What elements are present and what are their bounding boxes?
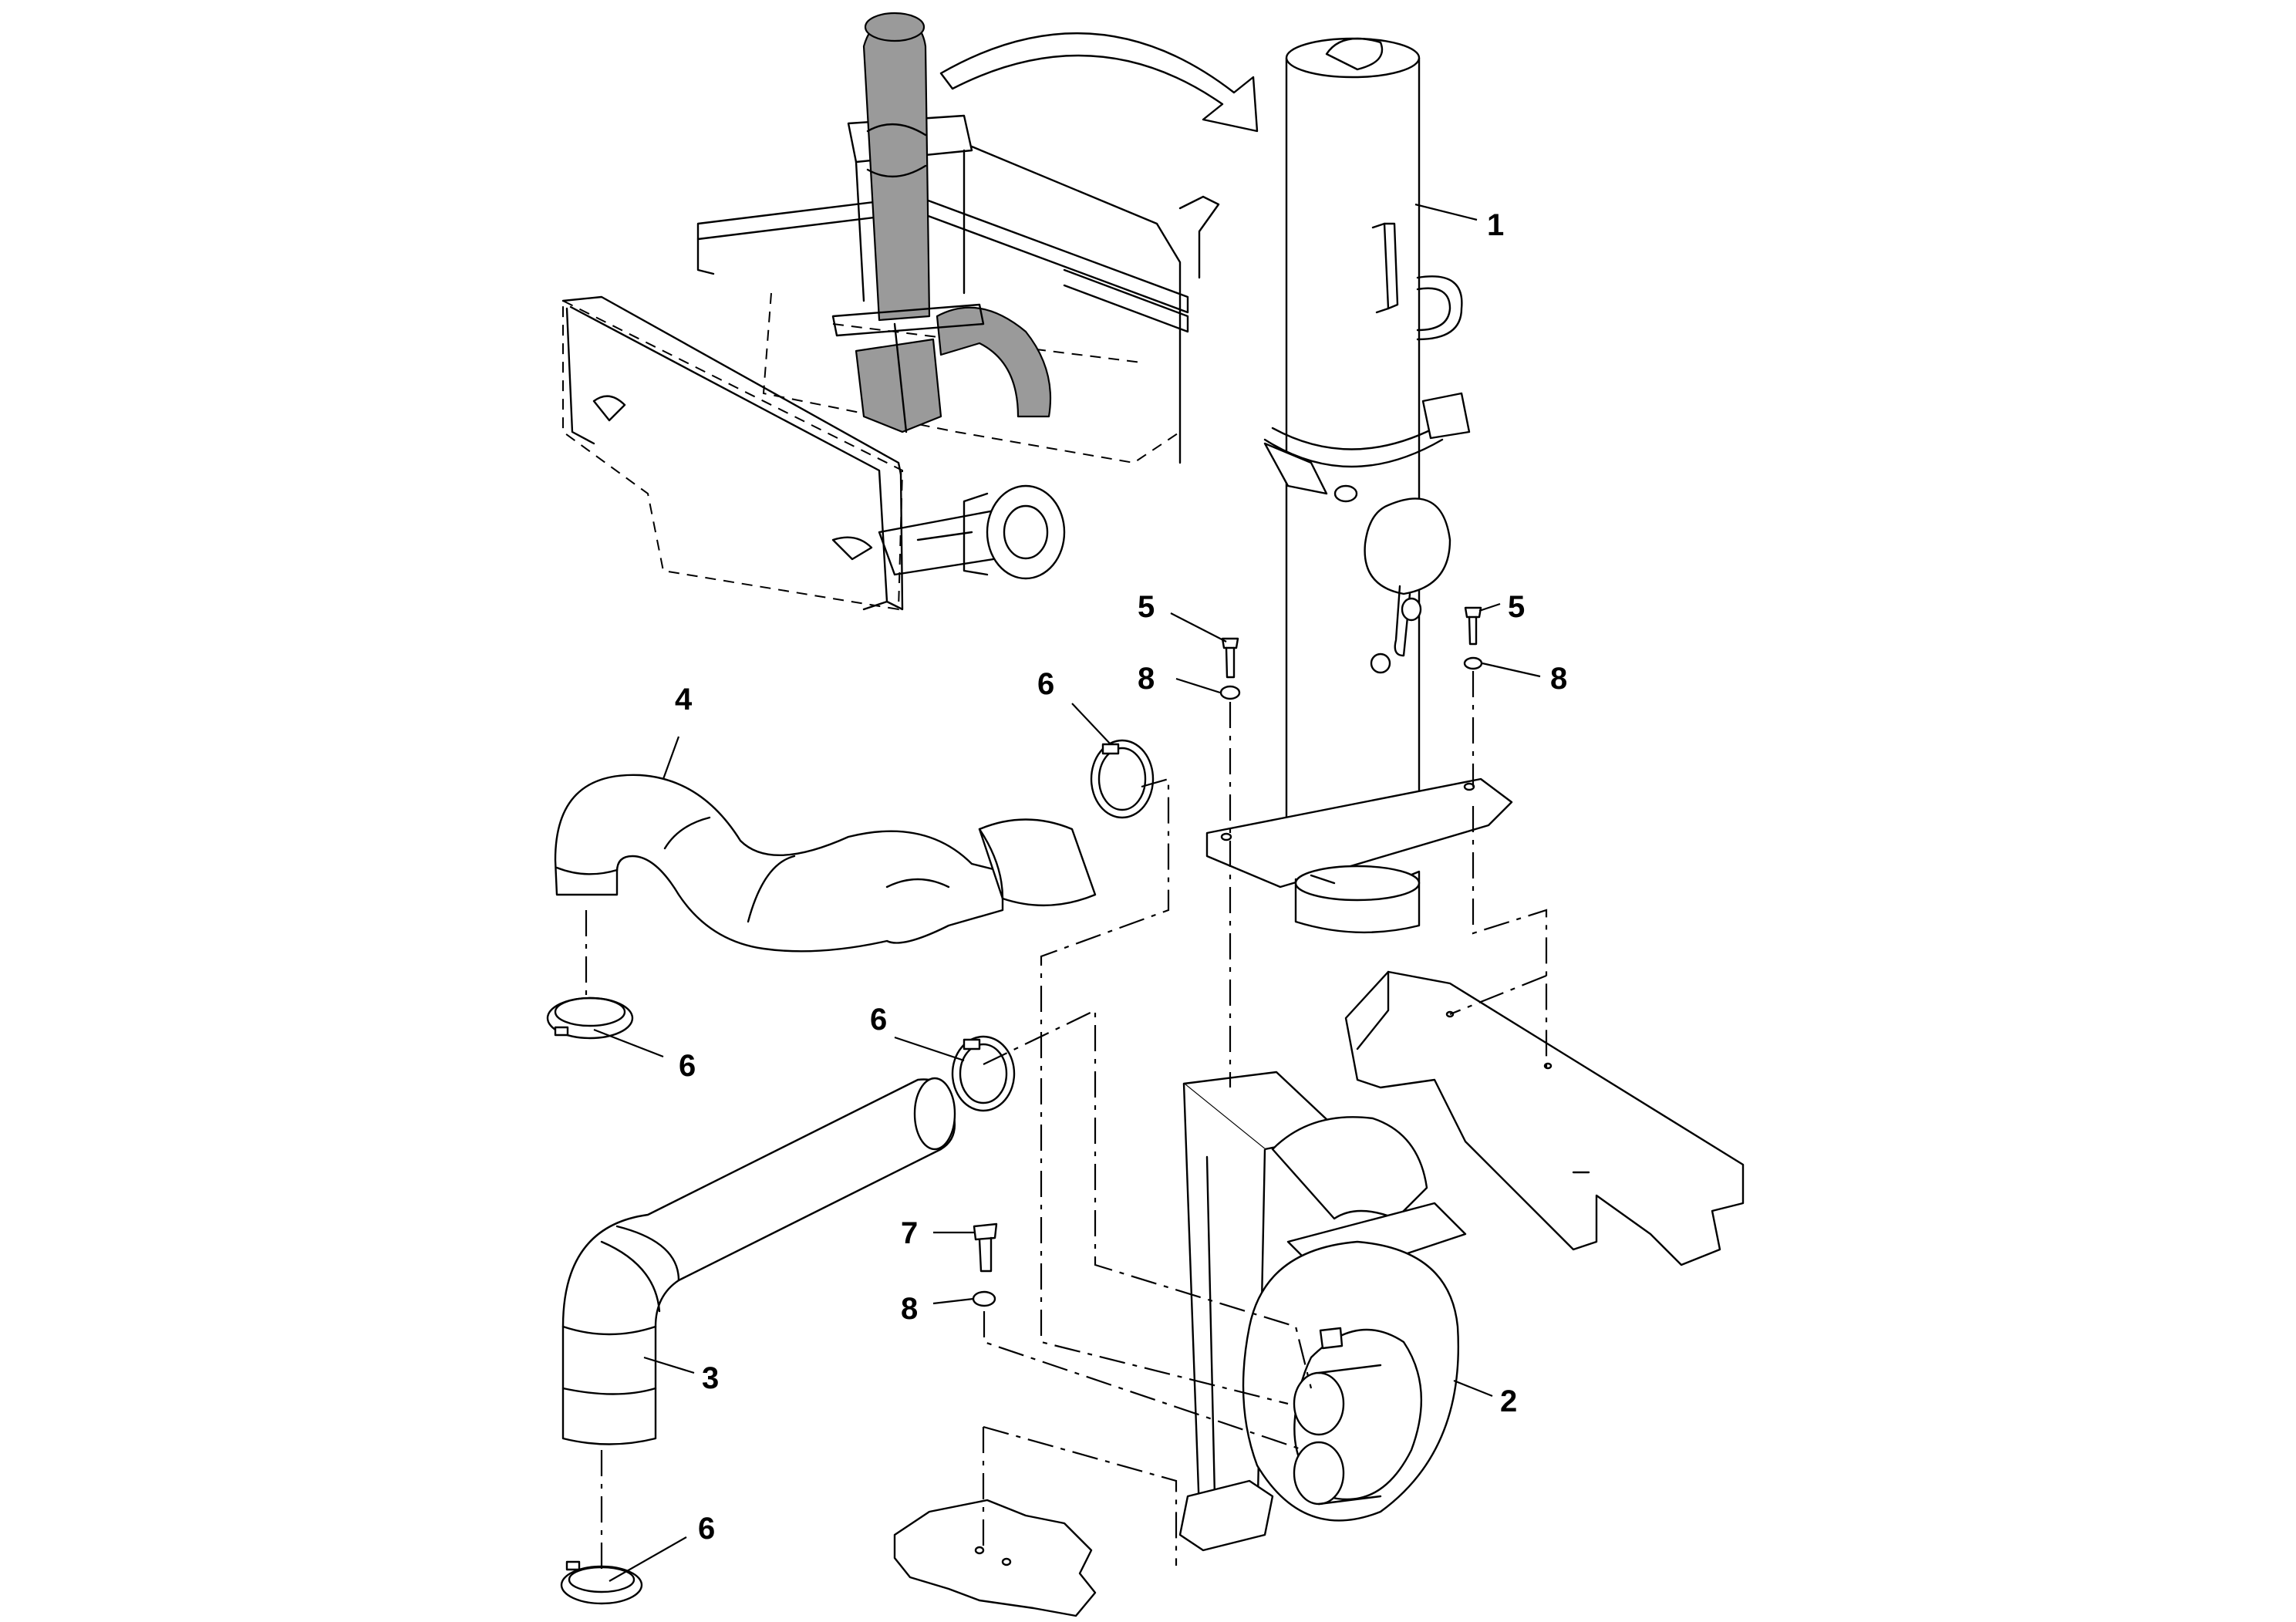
bolt-part-5-b	[1464, 606, 1482, 646]
callout-6-middle-clamp: 6	[870, 1003, 887, 1037]
callout-8-right: 8	[1550, 662, 1567, 696]
hose-clamp-part-6-b	[546, 996, 634, 1040]
hose-clamp-part-6-c	[951, 1035, 1016, 1112]
callout-7: 7	[901, 1216, 918, 1250]
callout-8-lower: 8	[901, 1292, 918, 1326]
support-channel	[1344, 970, 1745, 1266]
frame-inset-view	[561, 12, 1259, 611]
washer-part-8-c	[972, 1290, 996, 1307]
base-plate	[893, 1499, 1097, 1617]
washer-part-8-b	[1463, 656, 1483, 670]
callout-3: 3	[702, 1361, 719, 1395]
callout-1: 1	[1487, 208, 1504, 242]
callout-6-left-clamp: 6	[679, 1049, 696, 1083]
bolt-part-5-a	[1221, 637, 1239, 679]
hose-clamp-part-6-a	[1090, 739, 1155, 819]
lower-tube-part-3	[561, 1077, 956, 1445]
callout-8-left: 8	[1138, 662, 1155, 696]
callout-5-right: 5	[1508, 590, 1525, 624]
callout-labels: 1 2 3 4 5 5 6 6 6 6 6 7 8 8 8	[675, 208, 1567, 1546]
callout-5-left: 5	[1138, 590, 1155, 624]
assembly-lines	[585, 671, 1548, 1573]
bolt-part-7	[973, 1222, 998, 1273]
blower-housing-part-2	[1178, 1071, 1467, 1552]
washer-part-8-a	[1219, 685, 1241, 700]
callout-4: 4	[675, 683, 693, 717]
callout-6-upper-clamp: 6	[1037, 667, 1054, 701]
leader-lines	[593, 203, 1541, 1582]
discharge-chute-part-1	[1205, 37, 1513, 934]
callout-2: 2	[1500, 1384, 1517, 1418]
upper-hose-part-4	[554, 774, 1097, 953]
callout-6-bottom-clamp: 6	[698, 1512, 715, 1546]
